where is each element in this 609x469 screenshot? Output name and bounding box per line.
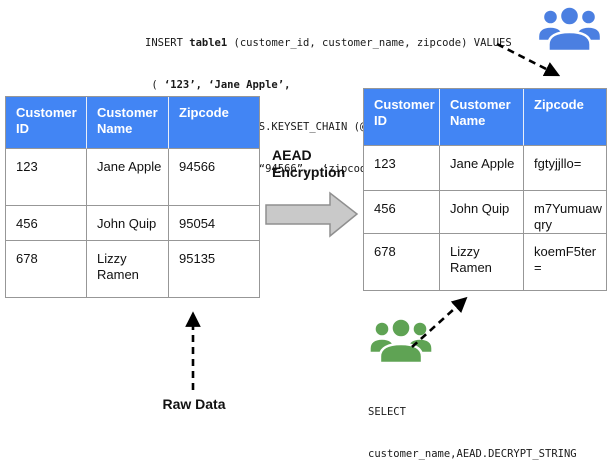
- sql-text: SELECT: [368, 406, 406, 418]
- table-cell: 456: [6, 206, 87, 241]
- column-header: Zipcode: [169, 97, 259, 149]
- column-header: Customer Name: [87, 97, 169, 149]
- users-group-icon-blue: [536, 4, 603, 56]
- table-cell: Jane Apple: [440, 146, 524, 191]
- table-row: 456 John Quip m7Yumuawqry: [364, 191, 606, 234]
- insert-sql-line1: INSERT table1 (customer_id, customer_nam…: [145, 36, 512, 50]
- table-cell: 94566: [169, 149, 259, 206]
- table-header-row: Customer ID Customer Name Zipcode: [364, 89, 606, 146]
- table-cell: 95054: [169, 206, 259, 241]
- insert-sql-line2: ( ‘123’, ‘Jane Apple’,: [145, 78, 512, 92]
- table-cell: 678: [364, 234, 440, 290]
- table-header-row: Customer ID Customer Name Zipcode: [6, 97, 259, 149]
- table-cell: 123: [6, 149, 87, 206]
- aead-label-line2: Encryption: [272, 164, 346, 180]
- table-row: 678 Lizzy Ramen 95135: [6, 241, 259, 297]
- column-header: Customer Name: [440, 89, 524, 146]
- users-group-icon-green: [368, 314, 434, 370]
- aead-encryption-label: AEAD Encryption: [272, 147, 345, 181]
- column-header: Customer ID: [364, 89, 440, 146]
- table-row: 678 Lizzy Ramen koemF5ter=: [364, 234, 606, 290]
- sql-text: (: [145, 79, 164, 91]
- table-cell: koemF5ter=: [524, 234, 606, 290]
- sql-values: ‘123’, ‘Jane Apple’,: [163, 79, 291, 91]
- table-cell: fgtyjjllo=: [524, 146, 606, 191]
- select-sql-line1: SELECT: [368, 405, 577, 419]
- table-cell: John Quip: [87, 206, 169, 241]
- select-sql-code: SELECT customer_name,AEAD.DECRYPT_STRING…: [368, 377, 577, 469]
- raw-data-table: Customer ID Customer Name Zipcode 123 Ja…: [5, 96, 260, 298]
- table-cell: 95135: [169, 241, 259, 297]
- table-cell: John Quip: [440, 191, 524, 234]
- encrypted-data-table: Customer ID Customer Name Zipcode 123 Ja…: [363, 88, 607, 291]
- aead-label-line1: AEAD: [272, 147, 312, 163]
- table-cell: 678: [6, 241, 87, 297]
- table-row: 123 Jane Apple 94566: [6, 149, 259, 206]
- table-cell: 456: [364, 191, 440, 234]
- sql-text: (customer_id, customer_name, zipcode) VA…: [227, 37, 512, 49]
- table-cell: Jane Apple: [87, 149, 169, 206]
- sql-text: INSERT: [145, 37, 190, 49]
- raw-data-label: Raw Data: [162, 396, 226, 412]
- table-cell: 123: [364, 146, 440, 191]
- column-header: Zipcode: [524, 89, 606, 146]
- select-sql-line2: customer_name,AEAD.DECRYPT_STRING: [368, 447, 577, 461]
- sql-table-name: table1: [189, 37, 228, 49]
- column-header: Customer ID: [6, 97, 87, 149]
- table-cell: m7Yumuawqry: [524, 191, 606, 234]
- table-row: 123 Jane Apple fgtyjjllo=: [364, 146, 606, 191]
- sql-text: customer_name,AEAD.DECRYPT_STRING: [368, 448, 577, 460]
- table-cell: Lizzy Ramen: [87, 241, 169, 297]
- table-row: 456 John Quip 95054: [6, 206, 259, 241]
- table-cell: Lizzy Ramen: [440, 234, 524, 290]
